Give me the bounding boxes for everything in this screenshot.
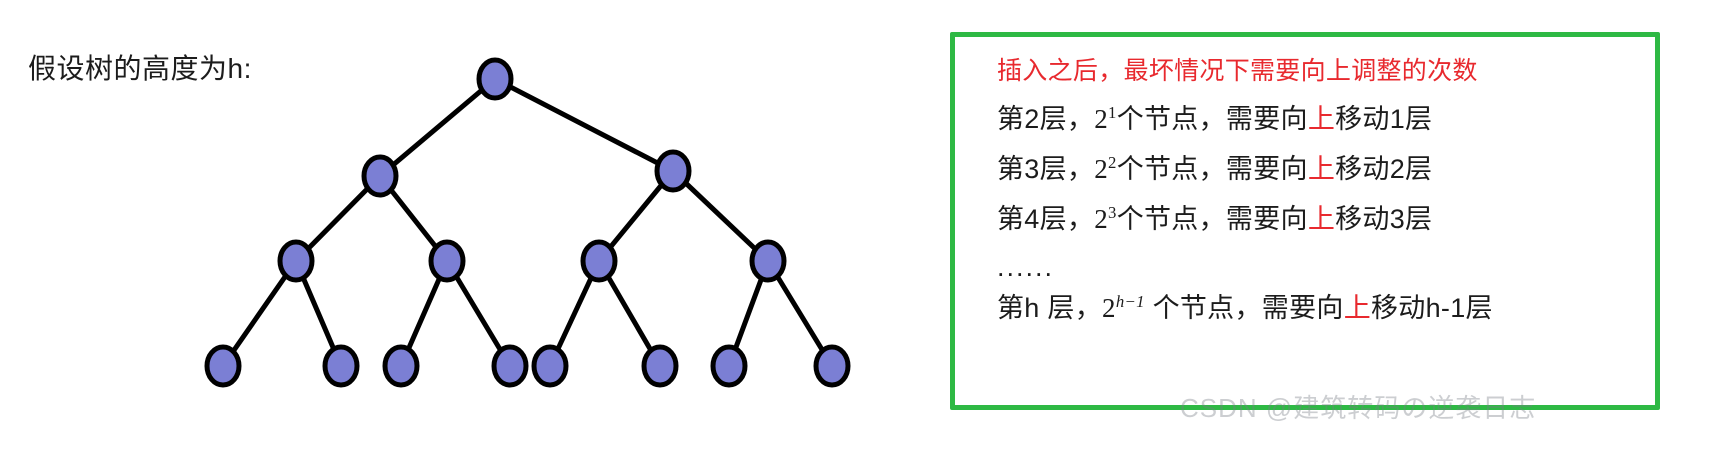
level4-highlight-up: 上 (1307, 204, 1336, 234)
tree-node-level4-5 (531, 344, 569, 388)
tree-edge (220, 258, 299, 369)
levelh-suffix: 移动h-1层 (1371, 293, 1493, 323)
levelh-prefix: 第h 层， (997, 293, 1103, 323)
tree-node-level2-2 (654, 149, 692, 193)
level2-base: 2 (1094, 104, 1109, 134)
callout-content: 插入之后，最坏情况下需要向上调整的次数 第2层，21个节点，需要向上移动1层 第… (955, 37, 1655, 405)
level4-power: 23 (1094, 204, 1116, 234)
binary-tree-svg (204, 57, 851, 388)
green-callout-box: 插入之后，最坏情况下需要向上调整的次数 第2层，21个节点，需要向上移动1层 第… (950, 32, 1660, 410)
callout-line-level3: 第3层，22个节点，需要向上移动2层 (997, 154, 1655, 184)
callout-line-level-h: 第h 层，2h−1 个节点，需要向上移动h-1层 (997, 293, 1655, 323)
binary-tree-diagram (204, 57, 851, 388)
tree-node-level4-3 (382, 344, 420, 388)
callout-line-level4: 第4层，23个节点，需要向上移动3层 (997, 204, 1655, 234)
level2-exponent: 1 (1108, 103, 1117, 122)
callout-header: 插入之后，最坏情况下需要向上调整的次数 (997, 57, 1478, 85)
level3-middle: 个节点，需要向 (1116, 154, 1308, 184)
tree-node-level4-6 (641, 344, 679, 388)
tree-node-level4-2 (322, 344, 360, 388)
level4-suffix: 移动3层 (1335, 204, 1433, 234)
level4-middle: 个节点，需要向 (1116, 204, 1308, 234)
level4-base: 2 (1094, 204, 1109, 234)
tree-node-level3-4 (749, 239, 787, 283)
level2-suffix: 移动1层 (1335, 104, 1433, 134)
tree-height-caption: 假设树的高度为h: (28, 53, 252, 84)
tree-nodes-group (204, 57, 851, 388)
tree-edge (293, 173, 383, 264)
level2-middle: 个节点，需要向 (1116, 104, 1308, 134)
level3-exponent: 2 (1108, 153, 1117, 172)
tree-node-level4-7 (710, 344, 748, 388)
level3-prefix: 第3层， (997, 154, 1095, 184)
level3-highlight-up: 上 (1307, 154, 1336, 184)
tree-node-level1-1 (476, 57, 514, 101)
callout-ellipsis: ...... (997, 252, 1055, 282)
tree-edge (492, 76, 676, 174)
level3-base: 2 (1094, 154, 1109, 184)
levelh-highlight-up: 上 (1343, 293, 1371, 323)
tree-node-level4-1 (204, 344, 242, 388)
levelh-exponent: h−1 (1115, 292, 1145, 311)
tree-edge (377, 76, 498, 179)
tree-node-level3-1 (277, 239, 315, 283)
tree-node-level4-8 (813, 344, 851, 388)
level2-prefix: 第2层， (997, 104, 1095, 134)
levelh-base: 2 (1102, 293, 1116, 323)
level3-power: 22 (1094, 154, 1116, 184)
tree-edges-group (220, 76, 835, 369)
tree-edge (670, 168, 771, 264)
tree-node-level3-2 (428, 239, 466, 283)
tree-node-level2-1 (361, 154, 399, 198)
level3-suffix: 移动2层 (1335, 154, 1433, 184)
level2-power: 21 (1094, 104, 1116, 134)
level4-exponent: 3 (1108, 203, 1117, 222)
tree-node-level4-4 (491, 344, 529, 388)
level4-prefix: 第4层， (997, 204, 1095, 234)
callout-line-level2: 第2层，21个节点，需要向上移动1层 (997, 104, 1655, 134)
levelh-middle: 个节点，需要向 (1144, 293, 1344, 323)
tree-node-level3-3 (580, 239, 618, 283)
level2-highlight-up: 上 (1307, 104, 1336, 134)
levelh-power: 2h−1 (1102, 293, 1145, 323)
